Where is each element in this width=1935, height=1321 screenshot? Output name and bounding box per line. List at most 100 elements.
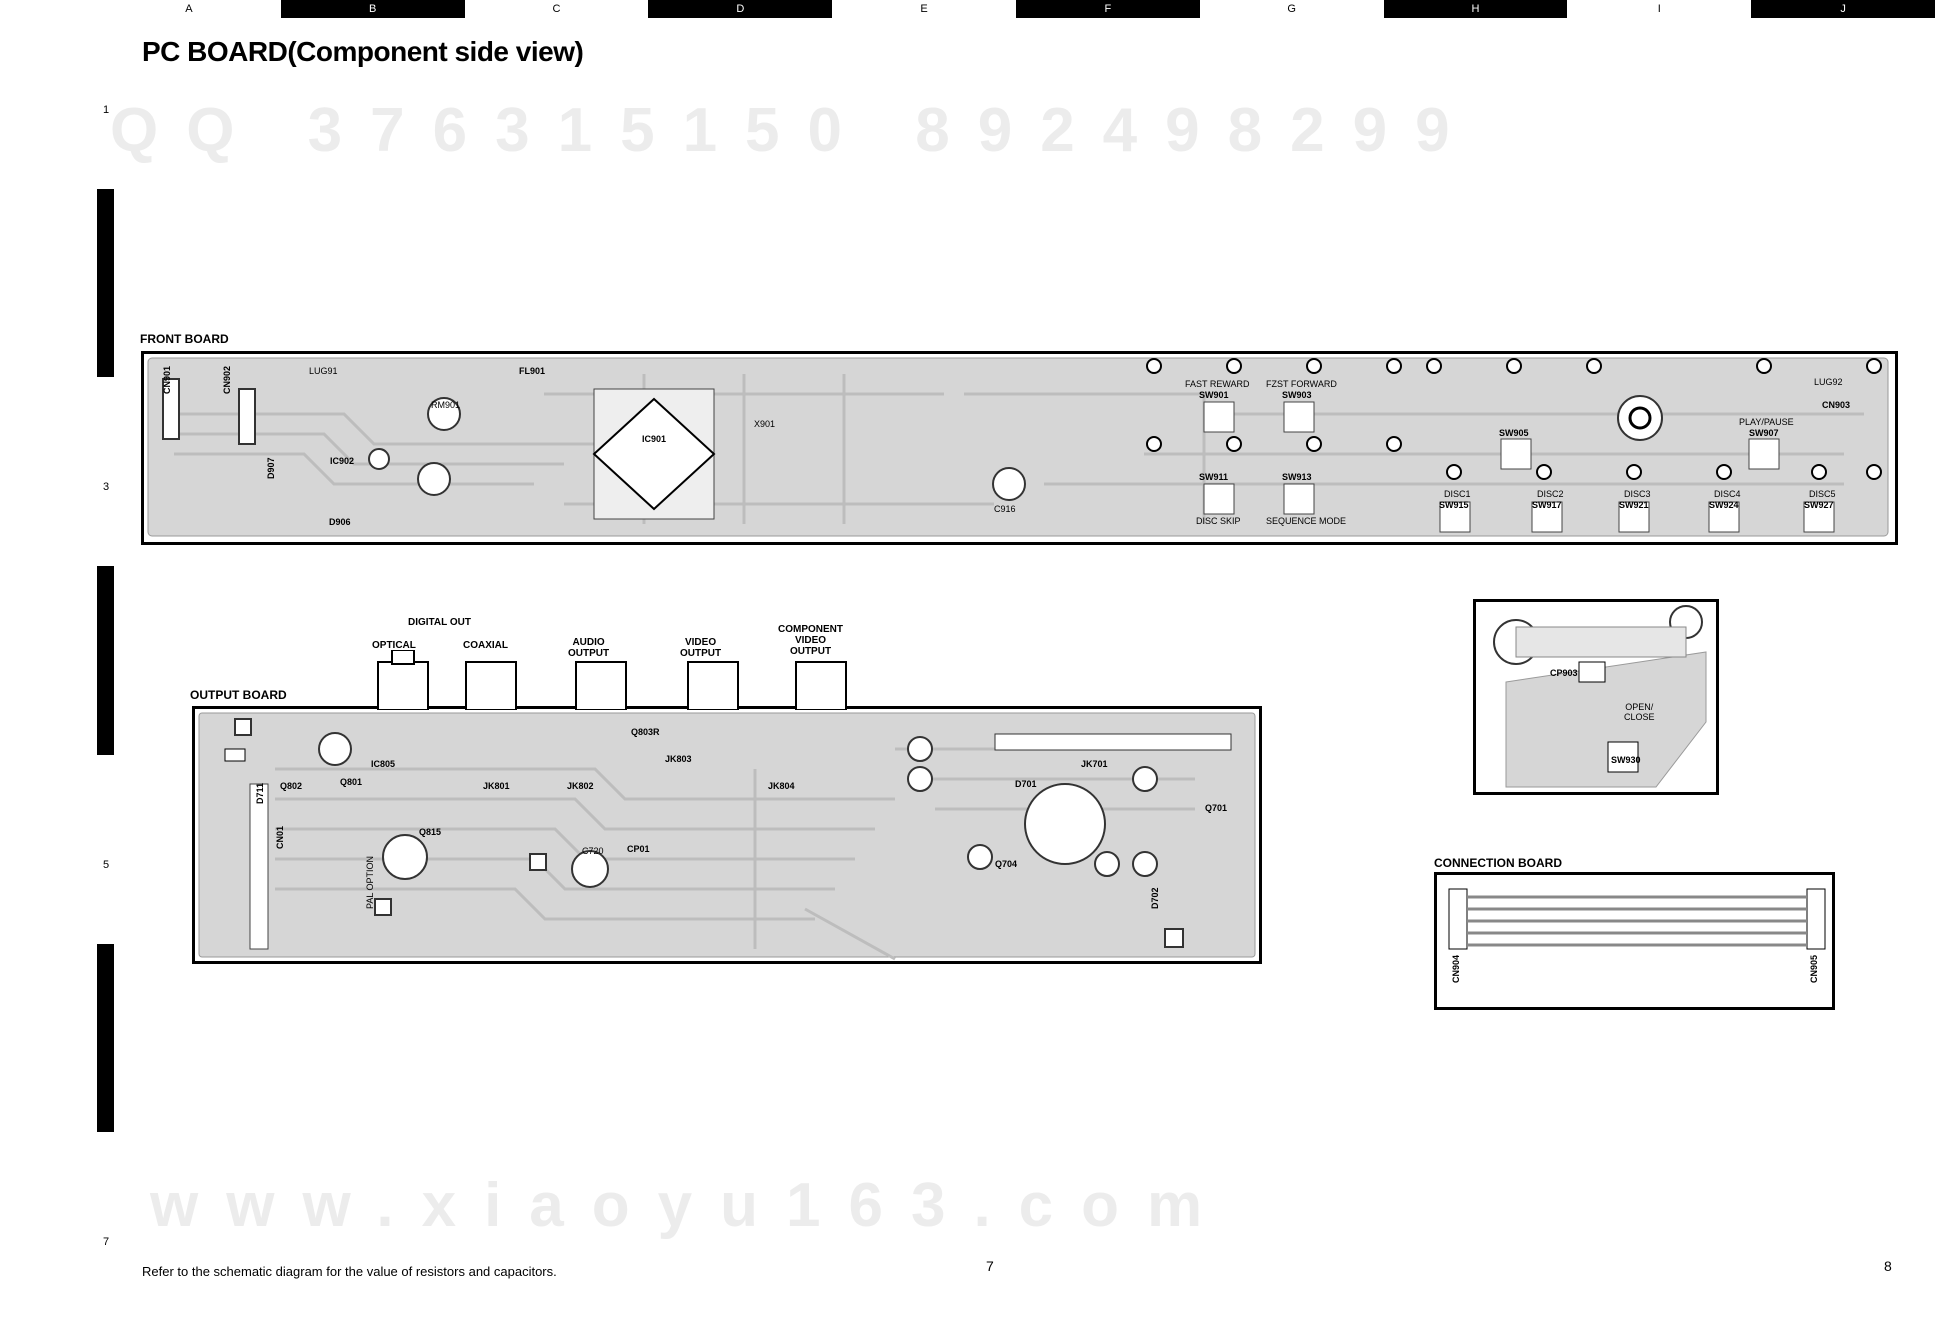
cn01-label: CN01 [275, 825, 285, 849]
row-segment [97, 377, 114, 566]
row-segment [97, 755, 114, 944]
cp903-label: CP903 [1550, 668, 1578, 678]
column-label: C [552, 3, 561, 15]
sw913-label: SW913 [1282, 472, 1312, 482]
lug91-label: LUG91 [309, 366, 338, 376]
open-close-label: OPEN/ CLOSE [1624, 702, 1655, 722]
component-video-output-label: COMPONENT VIDEO OUTPUT [778, 624, 843, 657]
jk804-label: JK804 [768, 781, 795, 791]
row-segment [97, 188, 114, 378]
column-label: D [648, 0, 833, 18]
row-label: 2 [103, 292, 110, 305]
column-label: G [1287, 3, 1296, 15]
cn904-label: CN904 [1451, 954, 1461, 983]
cp903-board: CP903 SW930 OPEN/ CLOSE [1473, 599, 1719, 795]
column-label: E [920, 3, 928, 15]
cn903-label: CN903 [1822, 400, 1851, 410]
d907-label: D907 [266, 457, 276, 479]
sw915-label: SW915 [1439, 500, 1469, 510]
disc2-label: DISC2 [1537, 489, 1564, 499]
row-segment [97, 943, 114, 1133]
c916-label: C916 [994, 504, 1016, 514]
ic805-label: IC805 [371, 759, 396, 769]
ic902-label: IC902 [330, 456, 355, 466]
disc3-label: DISC3 [1624, 489, 1651, 499]
lug92-label: LUG92 [1814, 377, 1843, 387]
digital-out-label: DIGITAL OUT [408, 617, 471, 628]
sw927-label: SW927 [1804, 500, 1834, 510]
front-board-artwork [147, 357, 1889, 537]
q802-label: Q802 [280, 781, 303, 791]
d711-label: D711 [255, 782, 265, 804]
jk801-label: JK801 [483, 781, 510, 791]
column-ruler: A B C D E F G H I J [97, 0, 1935, 18]
play-pause-label: PLAY/PAUSE [1739, 417, 1794, 427]
row-segment [97, 1132, 114, 1321]
row-label: 6 [103, 1047, 110, 1060]
output-jacks-artwork [377, 650, 847, 710]
column-label: J [1751, 0, 1935, 18]
column-label: B [280, 0, 465, 18]
sw921-label: SW921 [1619, 500, 1649, 510]
x901-label: X901 [754, 419, 776, 429]
watermark-top: QQ 376315150 892498299 [110, 96, 1478, 165]
output-board-artwork [198, 712, 1256, 961]
cn905-label: CN905 [1809, 954, 1819, 983]
row-label: 7 [103, 1236, 110, 1249]
audio-output-label: AUDIO OUTPUT [568, 637, 610, 659]
q803r-label: Q803R [631, 727, 660, 737]
connection-board-artwork [1448, 888, 1826, 950]
disc-skip-label: DISC SKIP [1196, 516, 1241, 526]
q801-label: Q801 [340, 777, 363, 787]
jk802-label: JK802 [567, 781, 594, 791]
output-board-title: OUTPUT BOARD [190, 688, 287, 702]
coaxial-label: COAXIAL [463, 640, 508, 651]
sw901-label: SW901 [1199, 390, 1229, 400]
row-label: 3 [103, 481, 110, 494]
watermark-bottom: www.xiaoyu163.com [150, 1171, 1231, 1240]
column-label: H [1383, 0, 1568, 18]
column-label: F [1015, 0, 1200, 18]
d701-label: D701 [1015, 779, 1037, 789]
front-board-title: FRONT BOARD [140, 332, 229, 346]
column-label: I [1657, 3, 1661, 15]
sw917-label: SW917 [1532, 500, 1562, 510]
sw930-label: SW930 [1611, 755, 1641, 765]
row-ruler [97, 0, 114, 1321]
page-title: PC BOARD(Component side view) [142, 36, 584, 67]
row-segment [97, 566, 114, 755]
cp903-board-artwork [1493, 605, 1707, 788]
q701-label: Q701 [1205, 803, 1228, 813]
jk803-label: JK803 [665, 754, 692, 764]
rm901-label: RM901 [431, 400, 461, 410]
c720-label: C720 [582, 846, 604, 856]
sequence-mode-label: SEQUENCE MODE [1266, 516, 1347, 526]
fl901-label: FL901 [519, 366, 546, 376]
row-label: 4 [103, 670, 110, 683]
q815-label: Q815 [419, 827, 442, 837]
d906-label: D906 [329, 517, 351, 527]
row-label: 1 [103, 104, 110, 116]
video-output-label: VIDEO OUTPUT [680, 637, 722, 659]
footer-note: Refer to the schematic diagram for the v… [142, 1264, 557, 1279]
optical-label: OPTICAL [372, 640, 416, 651]
page-number-left: 7 [986, 1258, 994, 1274]
disc5-label: DISC5 [1809, 489, 1836, 499]
row-label: 5 [103, 858, 110, 871]
disc4-label: DISC4 [1714, 489, 1741, 499]
pal-option-label: PAL OPTION [365, 855, 375, 909]
q704-label: Q704 [995, 859, 1018, 869]
d702-label: D702 [1150, 887, 1160, 909]
front-board: CN901 CN902 LUG91 FL901 IC901 IC902 RM90… [141, 351, 1898, 545]
fast-forward-label: FZST FORWARD [1266, 379, 1337, 389]
output-board: IC805 JK801 JK802 JK803 JK804 JK701 Q801… [192, 706, 1262, 964]
sw905-label: SW905 [1499, 428, 1529, 438]
fast-reward-label: FAST REWARD [1185, 379, 1250, 389]
disc1-label: DISC1 [1444, 489, 1471, 499]
jk701-label: JK701 [1081, 759, 1108, 769]
sw911-label: SW911 [1199, 472, 1229, 482]
sw907-label: SW907 [1749, 428, 1779, 438]
cn902-label: CN902 [222, 365, 232, 394]
column-label: A [185, 3, 193, 15]
ic901-label: IC901 [642, 434, 667, 444]
